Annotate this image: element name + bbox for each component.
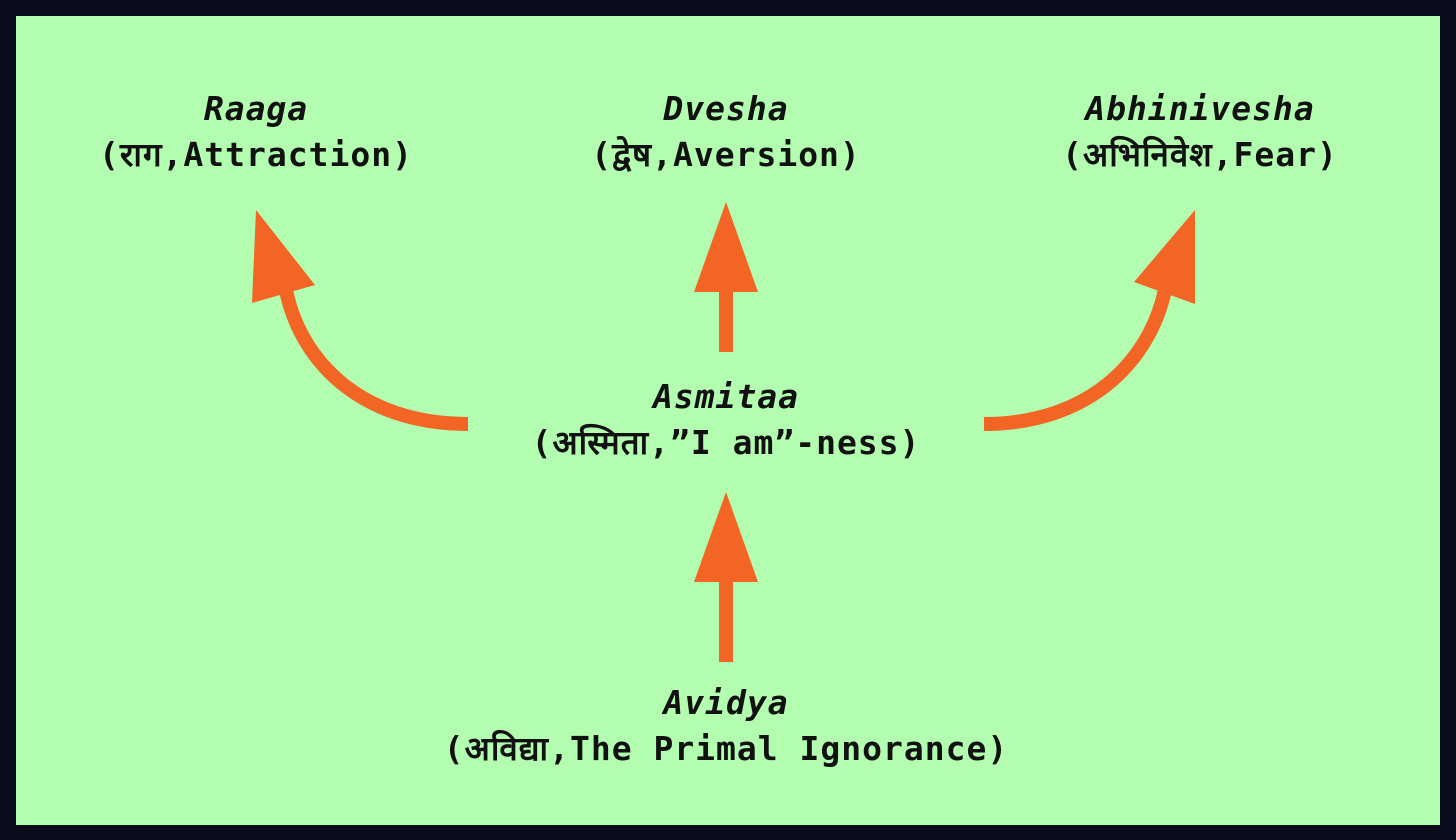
node-asmitaa: Asmitaa (अस्मिता,”I am”-ness) — [532, 374, 921, 466]
node-dvesha: Dvesha (द्वेष,Aversion) — [591, 86, 861, 178]
node-abhinivesha: Abhinivesha (अभिनिवेश,Fear) — [1062, 86, 1338, 178]
node-avidya: Avidya (अविद्या,The Primal Ignorance) — [444, 680, 1008, 772]
arrow-avidya-to-asmitaa — [694, 492, 758, 662]
arrow-asmitaa-to-dvesha — [694, 202, 758, 352]
arrow-asmitaa-to-raaga — [252, 210, 469, 431]
node-asmitaa-gloss: (अस्मिता,”I am”-ness) — [531, 423, 921, 462]
node-raaga-name: Raaga — [203, 89, 309, 128]
node-dvesha-gloss: (द्वेष,Aversion) — [591, 135, 861, 174]
node-avidya-name: Avidya — [663, 683, 789, 722]
node-asmitaa-name: Asmitaa — [652, 377, 800, 416]
node-abhinivesha-name: Abhinivesha — [1085, 89, 1315, 128]
node-raaga-gloss: (राग,Attraction) — [99, 135, 413, 174]
arrow-asmitaa-to-abhinivesha — [983, 210, 1195, 431]
node-raaga: Raaga (राग,Attraction) — [99, 86, 413, 178]
node-avidya-gloss: (अविद्या,The Primal Ignorance) — [443, 729, 1009, 768]
diagram-canvas — [16, 16, 1440, 825]
node-dvesha-name: Dvesha — [663, 89, 789, 128]
node-abhinivesha-gloss: (अभिनिवेश,Fear) — [1062, 135, 1338, 174]
